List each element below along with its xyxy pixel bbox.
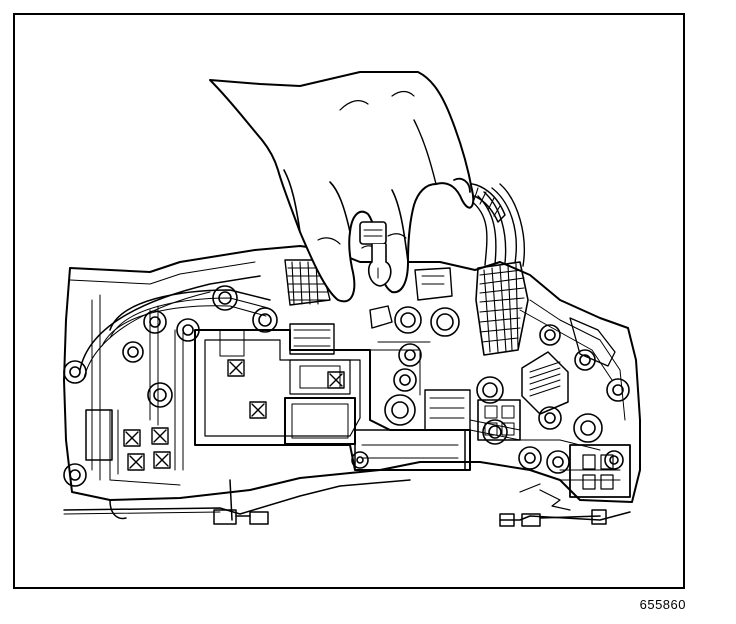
bulb-socket-icon bbox=[359, 221, 392, 287]
hand-icon bbox=[209, 71, 475, 303]
bulb-socket-icon bbox=[63, 285, 630, 487]
connector-icon bbox=[63, 479, 631, 527]
connector-icon bbox=[521, 317, 616, 415]
connector-icon bbox=[289, 267, 471, 431]
connector-icon bbox=[123, 359, 345, 471]
figure-id-label: 655860 bbox=[639, 597, 686, 612]
